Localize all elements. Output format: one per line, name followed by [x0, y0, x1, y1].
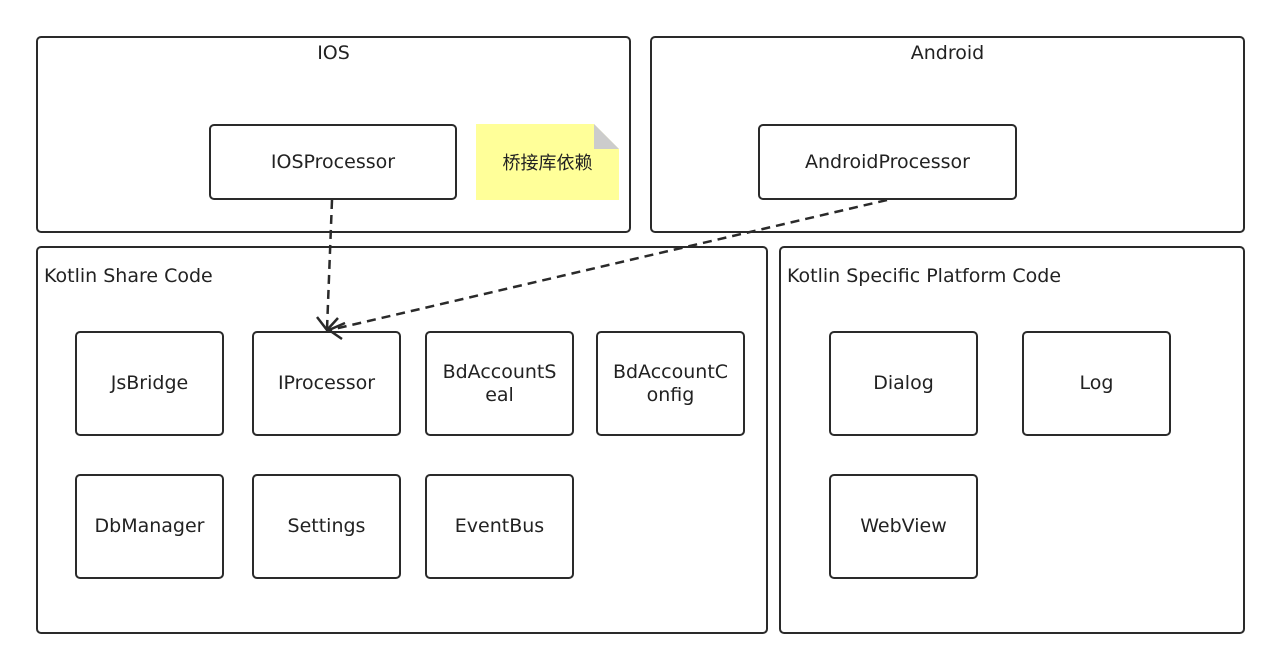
- module-log: Log: [1022, 331, 1171, 436]
- module-settings: Settings: [252, 474, 401, 579]
- module-iprocessor: IProcessor: [252, 331, 401, 436]
- sticky-note-shape: [476, 124, 619, 200]
- module-bdaccountseal: BdAccountSeal: [425, 331, 574, 436]
- android-processor-box: AndroidProcessor: [758, 124, 1017, 200]
- bridge-dependency-note: 桥接库依赖: [476, 124, 619, 200]
- ios-title: IOS: [317, 42, 350, 64]
- module-dbmanager: DbManager: [75, 474, 224, 579]
- note-text: 桥接库依赖: [502, 153, 593, 174]
- module-jsbridge: JsBridge: [75, 331, 224, 436]
- kotlin-share-code-title: Kotlin Share Code: [44, 265, 213, 287]
- kotlin-platform-code-title: Kotlin Specific Platform Code: [787, 265, 1062, 287]
- module-dialog: Dialog: [829, 331, 978, 436]
- ios-processor-box: IOSProcessor: [209, 124, 457, 200]
- module-eventbus: EventBus: [425, 474, 574, 579]
- android-title: Android: [910, 42, 985, 64]
- module-webview: WebView: [829, 474, 978, 579]
- module-bdaccountconfig: BdAccountConfig: [596, 331, 745, 436]
